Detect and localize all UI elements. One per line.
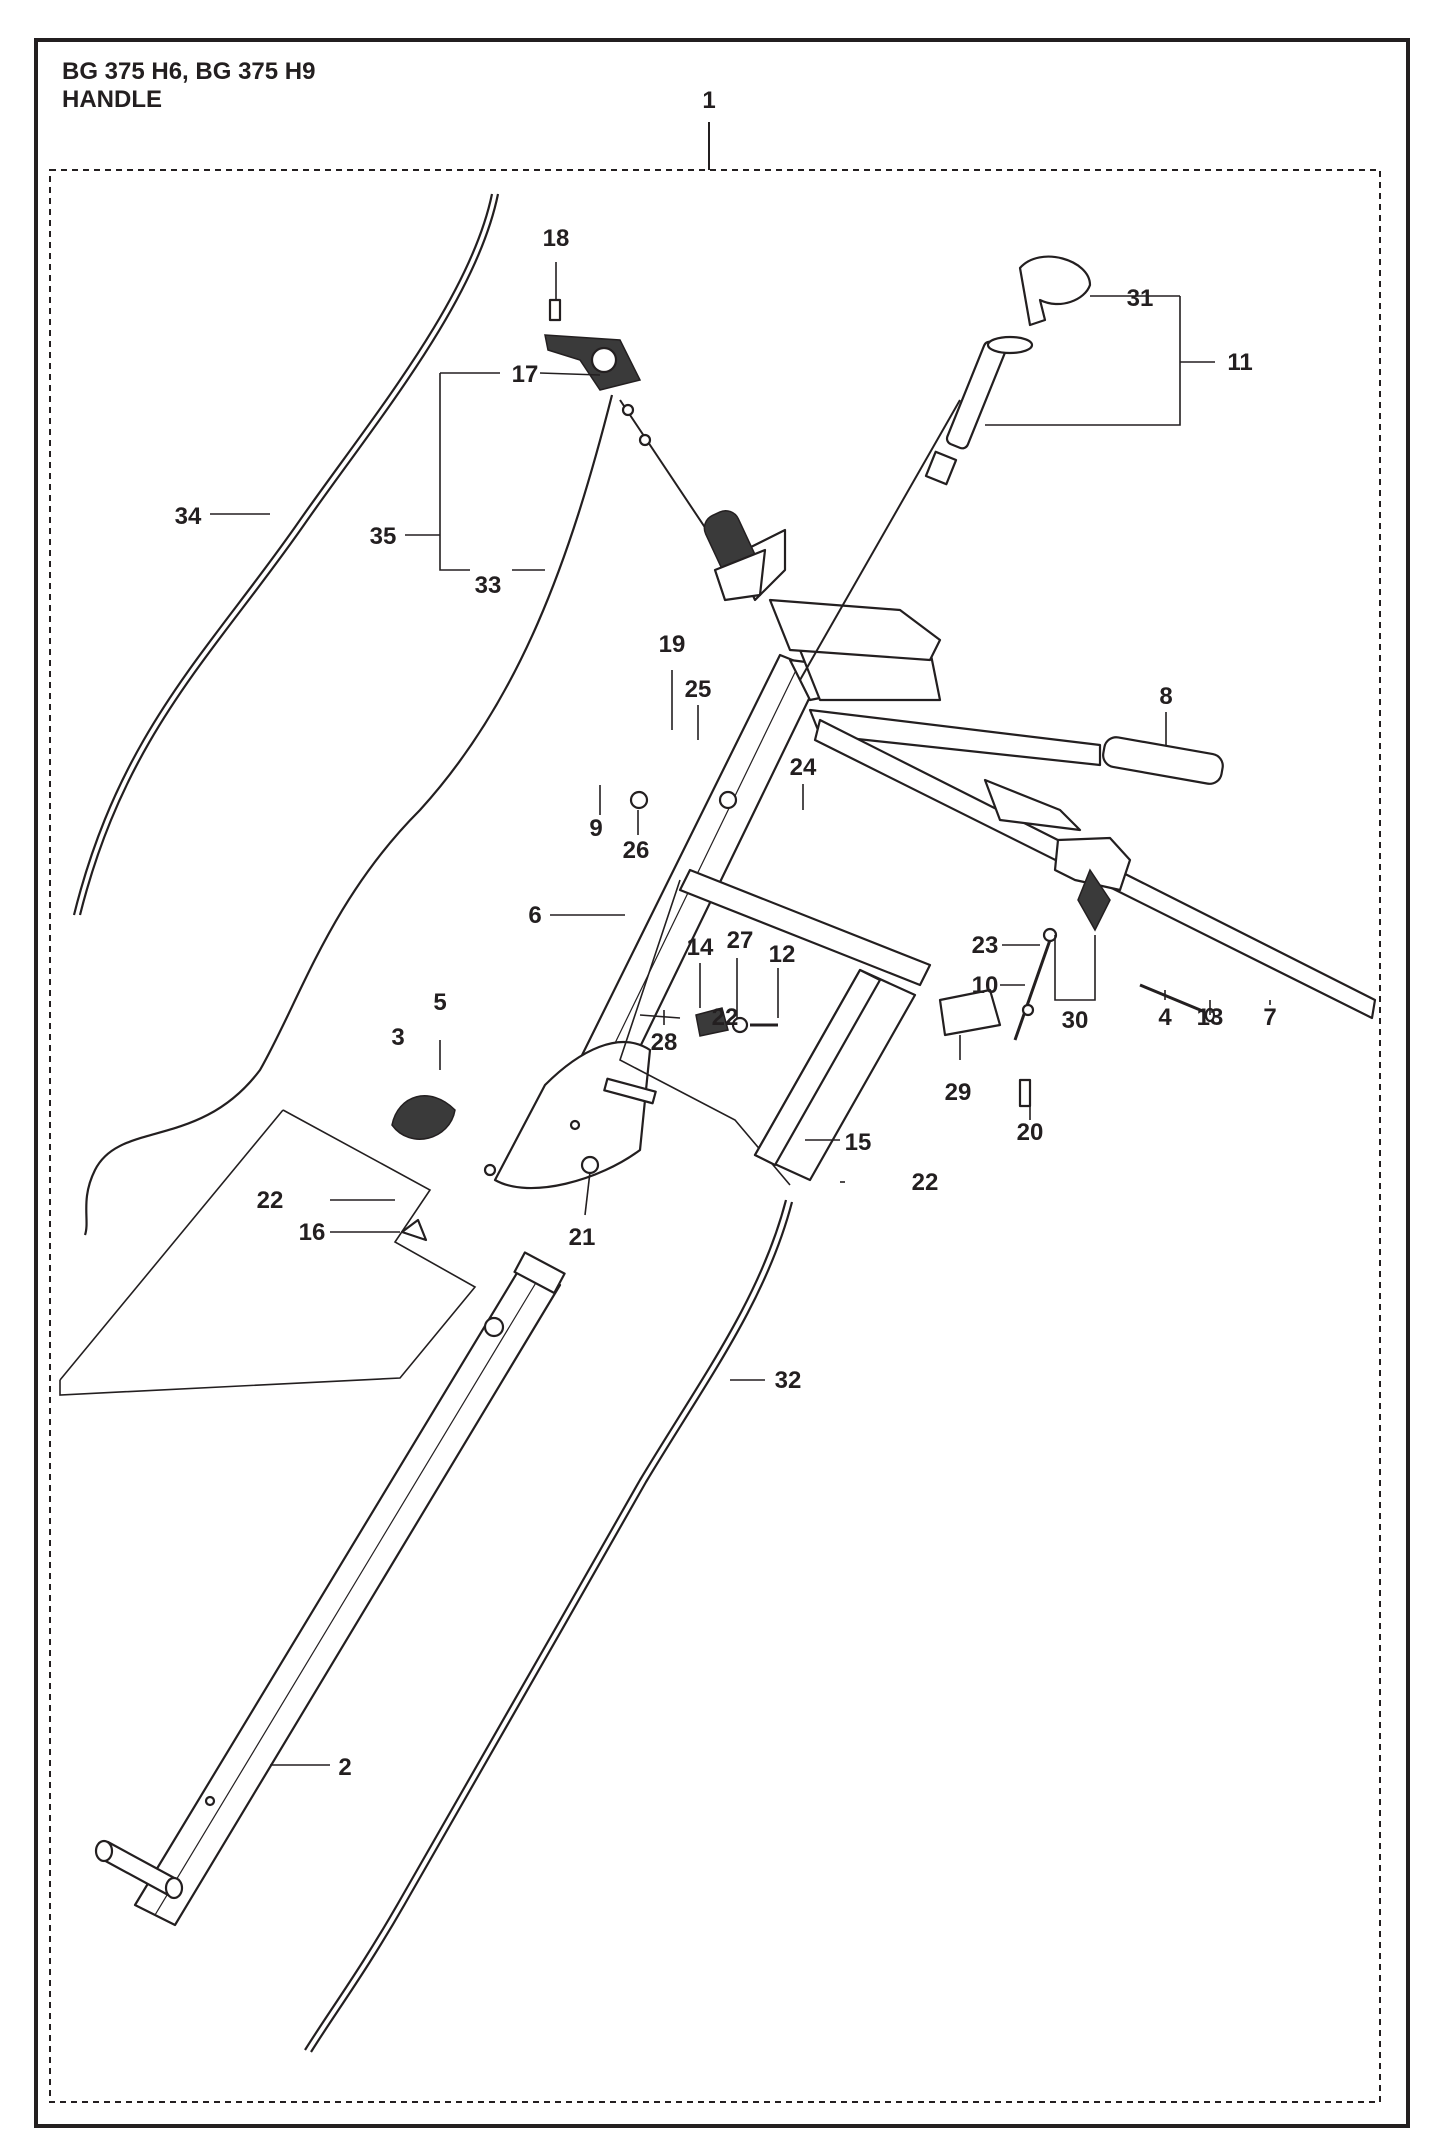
leader-line (1054, 935, 1096, 1001)
callout-5: 5 (433, 989, 446, 1016)
callout-34: 34 (175, 503, 202, 530)
tube-hole (483, 1316, 505, 1338)
tube-edge (154, 1275, 541, 1916)
control-disc (986, 335, 1034, 355)
tube-clamp-bracket (493, 1041, 652, 1190)
rod-10 (1013, 939, 1052, 1041)
callout-7: 7 (1263, 1004, 1276, 1031)
callout-4: 4 (1158, 1004, 1172, 1031)
callout-16: 16 (299, 1219, 326, 1246)
washer-27 (731, 1016, 749, 1034)
callout-24: 24 (790, 754, 817, 781)
callout-32: 32 (775, 1367, 802, 1394)
callout-12: 12 (769, 941, 796, 968)
leader-line (439, 373, 470, 571)
callout-15: 15 (845, 1129, 872, 1156)
callout-29: 29 (945, 1079, 972, 1106)
bolt-20 (1018, 1078, 1032, 1108)
callout-3: 3 (391, 1024, 404, 1051)
knob-31 (1018, 255, 1092, 327)
screw-18 (548, 298, 562, 322)
pin-4 (1139, 983, 1206, 1014)
callout-30: 30 (1062, 1007, 1089, 1034)
clamp-hole (483, 1163, 497, 1177)
cable-32-edge (310, 1201, 794, 2053)
callout-23: 23 (972, 932, 999, 959)
callout-19: 19 (659, 631, 686, 658)
callout-22b: 22 (712, 1004, 739, 1031)
rod-joint (1021, 1003, 1035, 1017)
knob-3 (391, 1095, 456, 1140)
callout-1: 1 (702, 87, 715, 114)
callout-8: 8 (1159, 683, 1172, 710)
cable-34 (72, 193, 494, 916)
bolt-5 (603, 1077, 657, 1105)
leader-line (584, 1171, 591, 1216)
tube-cap (513, 1251, 566, 1295)
callout-20: 20 (1017, 1119, 1044, 1146)
group-leader (59, 1109, 477, 1396)
callout-26: 26 (623, 837, 650, 864)
control-collar (924, 450, 958, 486)
cable-33 (83, 394, 614, 1236)
control-rod (799, 399, 961, 681)
foot-end (164, 1876, 184, 1900)
tube-hole (718, 790, 738, 810)
callout-22a: 22 (257, 1187, 284, 1214)
arm-tip (983, 778, 1082, 832)
model-line: BG 375 H6, BG 375 H9 (62, 58, 316, 85)
cable-34-edge (78, 193, 500, 916)
washer-21 (580, 1155, 600, 1175)
tube-hole-small (204, 1795, 216, 1807)
throttle-bracket (713, 548, 767, 602)
callout-17: 17 (512, 361, 539, 388)
callout-13: 13 (1197, 1004, 1224, 1031)
callout-28: 28 (651, 1029, 678, 1056)
clip-16 (400, 1218, 428, 1242)
throttle-pivot (590, 346, 618, 374)
callout-33: 33 (475, 572, 502, 599)
callout-31: 31 (1127, 285, 1154, 312)
leader-line (639, 1014, 681, 1019)
assembly-boundary (49, 169, 1381, 2103)
cross-link (678, 868, 932, 987)
right-handle-bar (808, 708, 1102, 767)
callout-14: 14 (687, 934, 714, 961)
callout-6: 6 (528, 902, 541, 929)
control-tube-11 (945, 340, 1007, 450)
washer (638, 433, 652, 447)
rod-end (1042, 927, 1058, 943)
callout-35: 35 (370, 523, 397, 550)
plate-29 (938, 988, 1002, 1037)
clamp-hole (569, 1119, 581, 1131)
frame-arm (768, 598, 942, 662)
washer-26 (629, 790, 649, 810)
washer (621, 403, 635, 417)
leader-line (985, 296, 1181, 426)
cable-32 (304, 1199, 788, 2051)
callout-22c: 22 (912, 1169, 939, 1196)
callout-27: 27 (727, 927, 754, 954)
callout-25: 25 (685, 676, 712, 703)
outer-frame (34, 38, 1410, 2128)
callout-2: 2 (338, 1754, 351, 1781)
lever-30 (1077, 868, 1111, 932)
callout-18: 18 (543, 225, 570, 252)
leader-line (539, 372, 601, 376)
callout-10: 10 (972, 972, 999, 999)
cover-15-face (753, 968, 882, 1167)
callout-9: 9 (589, 815, 602, 842)
group-leader (59, 1109, 284, 1381)
callout-21: 21 (569, 1224, 596, 1251)
lever-housing (1053, 836, 1132, 892)
switch-14 (695, 1007, 729, 1037)
callout-11: 11 (1227, 349, 1252, 376)
grip-8 (1102, 736, 1224, 785)
foot-end (94, 1839, 114, 1863)
section-title: HANDLE (62, 86, 162, 113)
